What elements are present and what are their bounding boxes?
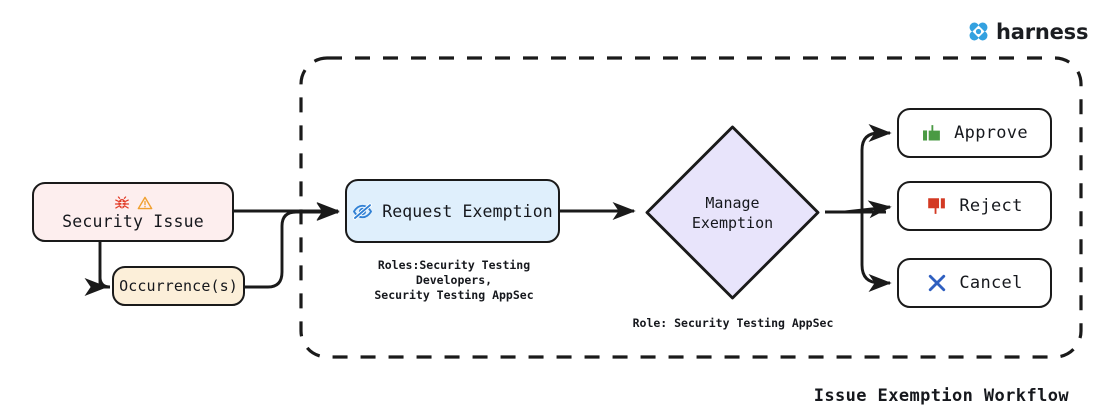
security-issue-icon-row (114, 195, 153, 212)
node-reject-label: Reject (959, 196, 1023, 216)
manage-exemption-diamond-shape (645, 125, 820, 300)
edge-manage-exemption-to-reject (844, 200, 892, 219)
edge-occurrences-to-request-exemption (245, 203, 340, 289)
edge-manage-exemption-to-approve (860, 124, 892, 212)
edge-security-issue-to-occurrences (98, 240, 111, 289)
thumbs-down-icon (928, 198, 946, 214)
edge-manage-exemption-to-cancel (860, 212, 892, 292)
node-manage-exemption-label-line1: Manage (705, 193, 760, 212)
node-cancel-label: Cancel (959, 273, 1023, 293)
eye-slash-icon (353, 202, 373, 220)
brand-name: harness (996, 19, 1089, 44)
node-occurrences-label: Occurrence(s) (119, 277, 238, 295)
x-cross-icon (929, 274, 946, 292)
node-occurrences[interactable]: Occurrence(s) (112, 266, 245, 306)
brand-logo: harness (966, 19, 1088, 44)
diagram-title: Issue Exemption Workflow (813, 386, 1069, 406)
node-request-exemption[interactable]: Request Exemption (345, 179, 560, 243)
harness-clover-logo-icon (969, 22, 988, 41)
bug-icon (114, 196, 129, 209)
exemption-workflow-boundary (299, 56, 1083, 359)
node-approve[interactable]: Approve (897, 108, 1052, 158)
warning-triangle-icon (137, 196, 152, 210)
thumbs-up-icon (923, 125, 941, 141)
node-security-issue-label: Security Issue (62, 211, 204, 231)
node-manage-exemption-label: Manage Exemption (640, 120, 825, 305)
caption-request-exemption-roles: Roles:Security Testing Developers, Secur… (374, 258, 534, 302)
node-manage-exemption[interactable]: Manage Exemption (640, 120, 825, 305)
caption-manage-exemption-role: Role: Security Testing AppSec (632, 316, 834, 330)
node-approve-label: Approve (954, 123, 1028, 143)
node-reject[interactable]: Reject (897, 181, 1052, 231)
node-manage-exemption-label-line2: Exemption (691, 213, 774, 232)
node-security-issue[interactable]: Security Issue (32, 182, 234, 242)
node-cancel[interactable]: Cancel (897, 258, 1052, 308)
edge-security-issue-to-occurrences-arrow (84, 270, 108, 296)
node-request-exemption-label: Request Exemption (382, 201, 553, 221)
